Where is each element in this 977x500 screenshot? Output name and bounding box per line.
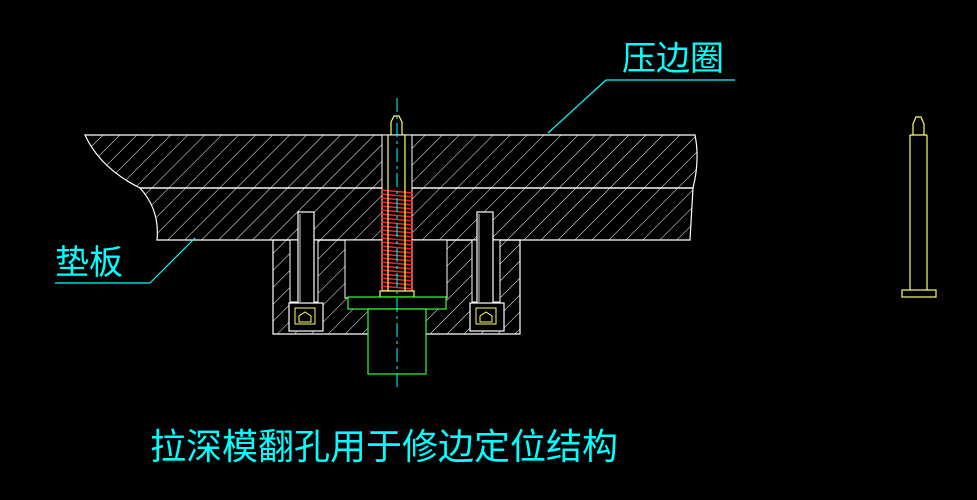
- spring-coil: [380, 213, 414, 218]
- spring-coil: [380, 193, 414, 198]
- drawing-caption: 拉深模翻孔用于修边定位结构: [150, 427, 619, 468]
- backing-plate: [138, 187, 694, 241]
- leader-backing-plate: [55, 237, 196, 284]
- bolt-right: [469, 211, 505, 332]
- leader-blank-holder: [547, 79, 735, 134]
- spring-coil: [380, 285, 414, 290]
- blank-holder-label: 压边圈: [622, 39, 724, 79]
- spring-coil: [380, 217, 414, 222]
- backing-plate-label: 垫板: [55, 243, 123, 283]
- spring-coil: [380, 261, 414, 266]
- spring-coil: [380, 245, 414, 250]
- pin-detail: [901, 116, 937, 298]
- spring-coil: [380, 269, 414, 274]
- spring-coil: [380, 237, 414, 242]
- bolt-left: [288, 211, 324, 332]
